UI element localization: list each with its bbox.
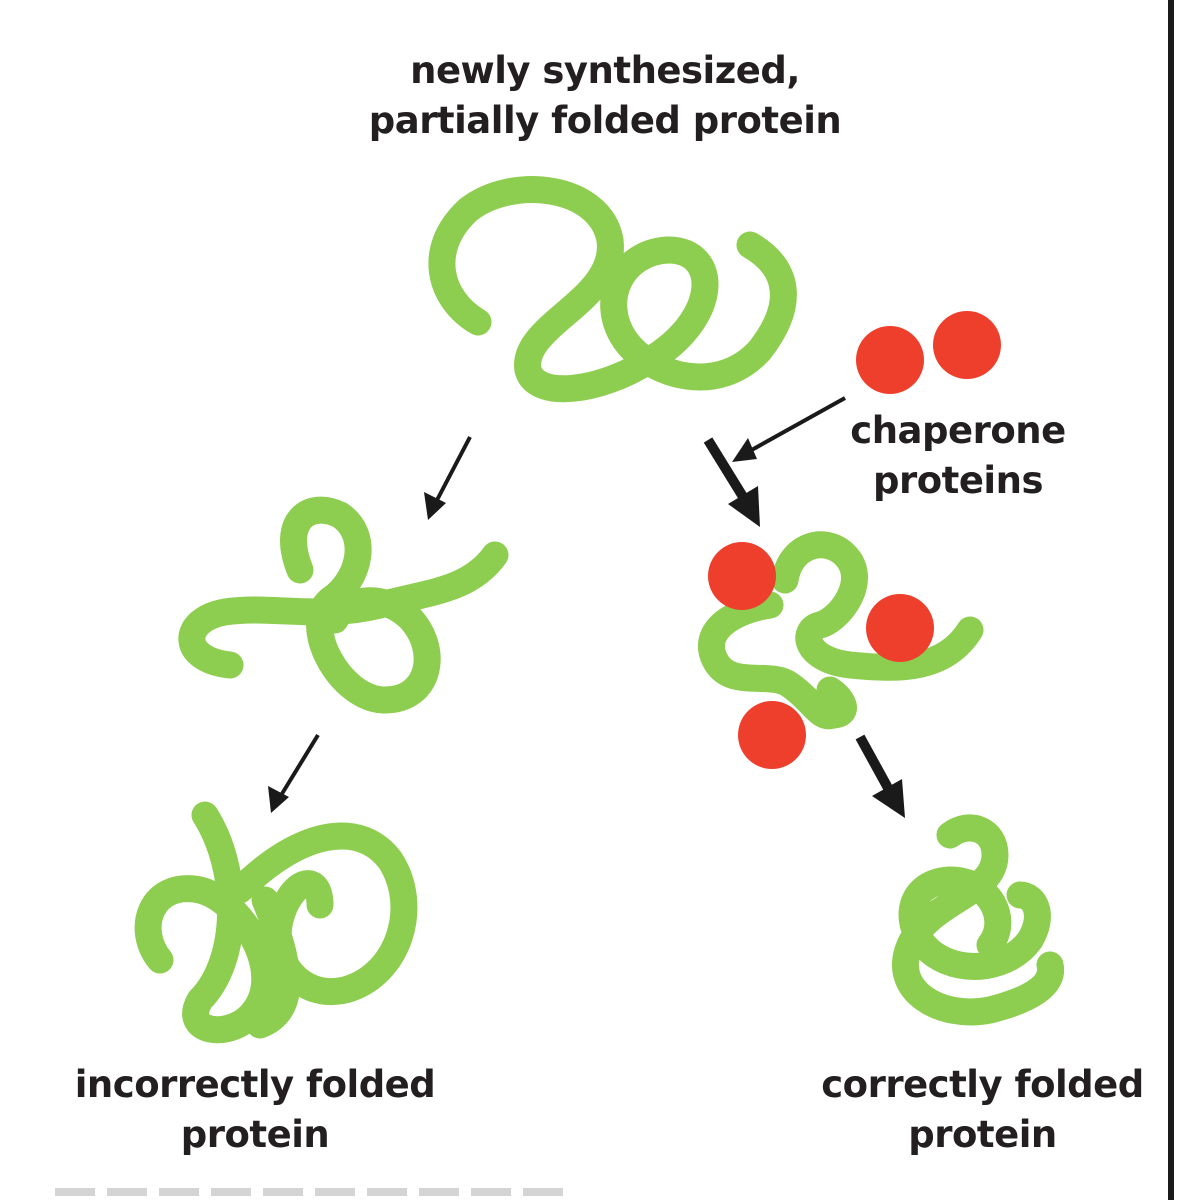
label-line: newly synthesized,: [410, 49, 800, 92]
chaperone-circle: [708, 542, 776, 610]
label-line: proteins: [873, 459, 1043, 502]
label-partially-folded-protein: newly synthesized, partially folded prot…: [330, 46, 880, 146]
arrowhead: [424, 492, 446, 520]
label-incorrectly-folded-protein: incorrectly folded protein: [40, 1060, 470, 1160]
arrows: [268, 396, 905, 818]
label-line: chaperone: [850, 409, 1066, 452]
label-line: protein: [180, 1113, 330, 1156]
label-line: incorrectly folded: [74, 1063, 436, 1106]
chaperone-circle: [856, 326, 924, 394]
label-line: partially folded protein: [368, 99, 842, 142]
chaperone-bound-protein: [698, 531, 984, 730]
arrow-to-intermediate: [434, 436, 472, 503]
partially-folded-protein: [428, 176, 797, 403]
chaperone-circle: [933, 311, 1001, 379]
arrowhead: [872, 779, 905, 818]
label-chaperone-proteins: chaperone proteins: [828, 406, 1088, 506]
chaperone-pair: [856, 311, 1001, 394]
bound-chaperones: [708, 542, 934, 769]
correctly-folded-protein: [892, 814, 1065, 1026]
arrow-to-incorrect: [278, 733, 320, 799]
chaperone-circle: [738, 701, 806, 769]
copyright-line-decoration: [55, 1188, 575, 1196]
arrow-chaperone-binding: [747, 396, 846, 454]
arrow-to-bound: [703, 437, 750, 503]
label-correctly-folded-protein: correctly folded protein: [800, 1060, 1165, 1160]
arrowhead: [268, 786, 289, 813]
arrow-to-correct: [855, 734, 893, 791]
incorrectly-folded-protein: [134, 801, 418, 1044]
label-line: correctly folded: [821, 1063, 1144, 1106]
arrowhead: [732, 438, 757, 462]
intermediate-misfolded-protein: [178, 496, 509, 714]
label-line: protein: [908, 1113, 1057, 1156]
chaperone-circle: [866, 594, 934, 662]
arrowhead: [728, 486, 760, 527]
frame-border: [1168, 0, 1174, 1200]
